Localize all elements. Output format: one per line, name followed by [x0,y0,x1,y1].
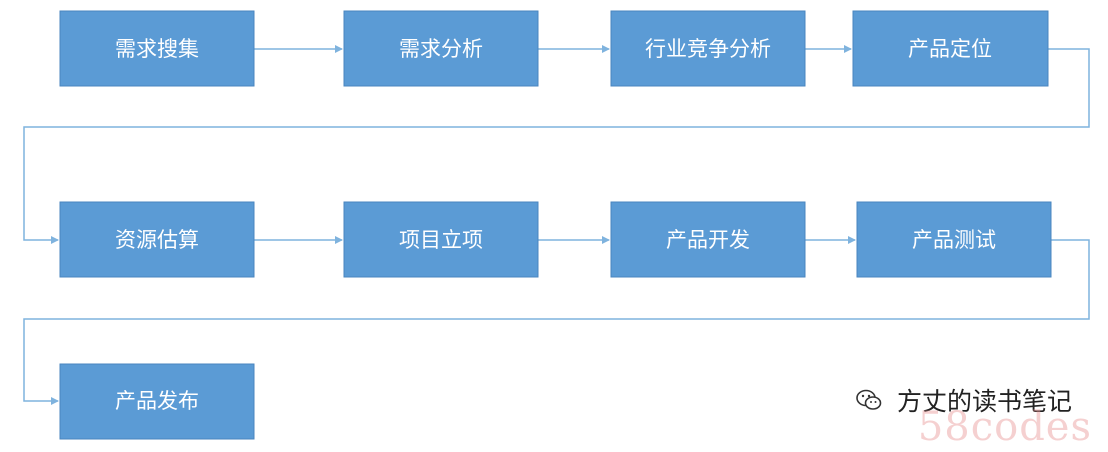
step-product-release: 产品发布 [59,363,255,440]
step-competition-analysis: 行业竞争分析 [610,10,806,87]
step-label: 产品开发 [666,228,750,252]
step-label: 行业竞争分析 [645,37,771,61]
step-product-testing: 产品测试 [856,201,1052,278]
step-resource-estimation: 资源估算 [59,201,255,278]
step-label: 项目立项 [399,228,483,252]
step-product-development: 产品开发 [610,201,806,278]
step-label: 资源估算 [115,228,199,252]
watermark: 方丈的读书笔记 [855,382,1072,418]
watermark-site: 58codes [917,404,1092,450]
step-requirement-collection: 需求搜集 [59,10,255,87]
connector-8-9 [23,239,1090,405]
step-project-approval: 项目立项 [343,201,539,278]
step-label: 需求搜集 [115,37,199,61]
step-label: 产品测试 [912,228,996,252]
step-product-positioning: 产品定位 [852,10,1049,87]
step-label: 产品发布 [115,389,199,413]
watermark-account-name: 方丈的读书笔记 [896,387,1072,416]
connector-4-5 [23,48,1090,244]
step-requirement-analysis: 需求分析 [343,10,539,87]
wechat-icon [856,389,882,410]
step-label: 需求分析 [399,37,483,61]
step-label: 产品定位 [908,37,992,61]
connectors [23,45,1090,405]
